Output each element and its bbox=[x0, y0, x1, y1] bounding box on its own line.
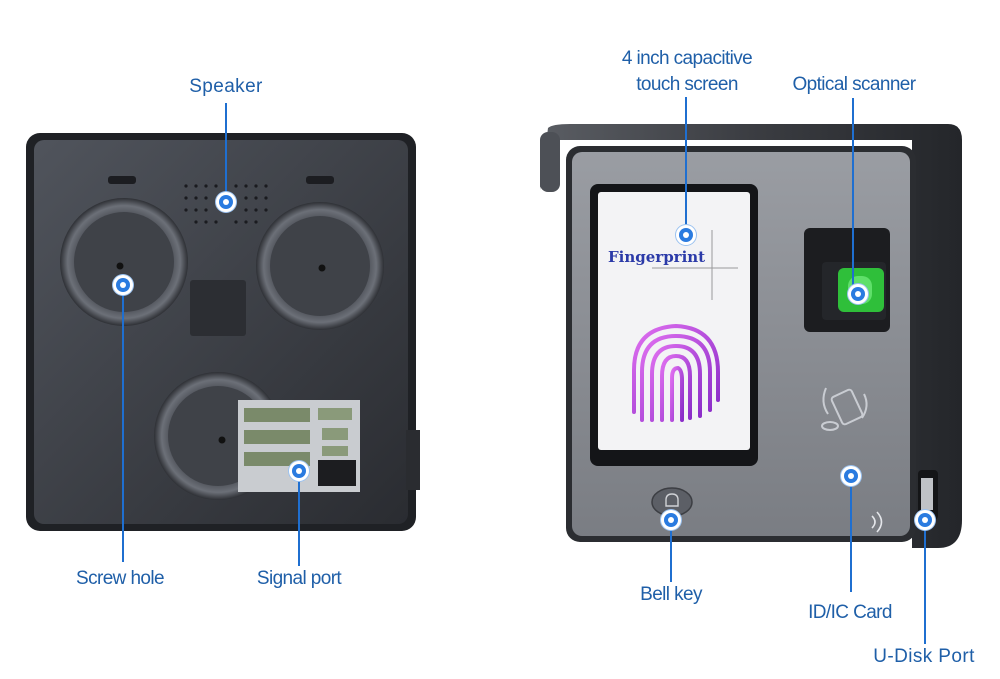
optical-scanner-callout-line bbox=[852, 98, 854, 293]
signal-port-marker bbox=[292, 464, 306, 478]
u-disk-port-label: U-Disk Port bbox=[873, 646, 975, 667]
id-ic-card-marker bbox=[844, 469, 858, 483]
speaker-label: Speaker bbox=[189, 76, 263, 97]
touch-screen bbox=[590, 184, 758, 466]
screw-hole-marker bbox=[116, 278, 130, 292]
optical-scanner-unit bbox=[804, 228, 890, 332]
screw-hole-callout-line bbox=[122, 286, 124, 562]
speaker-callout-line bbox=[225, 103, 227, 200]
touch-screen-marker bbox=[679, 228, 693, 242]
screw-hole-label: Screw hole bbox=[76, 568, 165, 589]
bell-key-callout-line bbox=[670, 520, 672, 582]
bell-key-label: Bell key bbox=[640, 584, 702, 605]
u-disk-callout-line bbox=[924, 520, 926, 644]
touch-screen-callout-line bbox=[685, 97, 687, 235]
card-reader-symbol bbox=[821, 387, 868, 431]
bell-key bbox=[651, 487, 693, 517]
optical-scanner-label: Optical scanner bbox=[792, 74, 916, 95]
front-device bbox=[540, 124, 962, 548]
optical-scanner-marker bbox=[851, 287, 865, 301]
mount-ring-left bbox=[60, 198, 188, 326]
speaker-marker bbox=[219, 195, 233, 209]
bell-key-marker bbox=[664, 513, 678, 527]
id-ic-card-callout-line bbox=[850, 476, 852, 592]
back-housing bbox=[26, 133, 420, 531]
u-disk-marker bbox=[918, 513, 932, 527]
signal-port-callout-line bbox=[298, 472, 300, 566]
signal-port-label: Signal port bbox=[256, 568, 342, 589]
nfc-mark bbox=[871, 511, 883, 533]
fingerprint-graphic bbox=[632, 323, 720, 422]
mount-ring-right bbox=[256, 202, 384, 330]
speaker-grille bbox=[184, 184, 268, 224]
screen-title: Fingerprint bbox=[608, 248, 706, 266]
touch-screen-label-line2: touch screen bbox=[636, 74, 738, 95]
touch-screen-label-line1: 4 inch capacitive bbox=[621, 48, 753, 69]
id-ic-card-label: ID/IC Card bbox=[808, 602, 892, 623]
